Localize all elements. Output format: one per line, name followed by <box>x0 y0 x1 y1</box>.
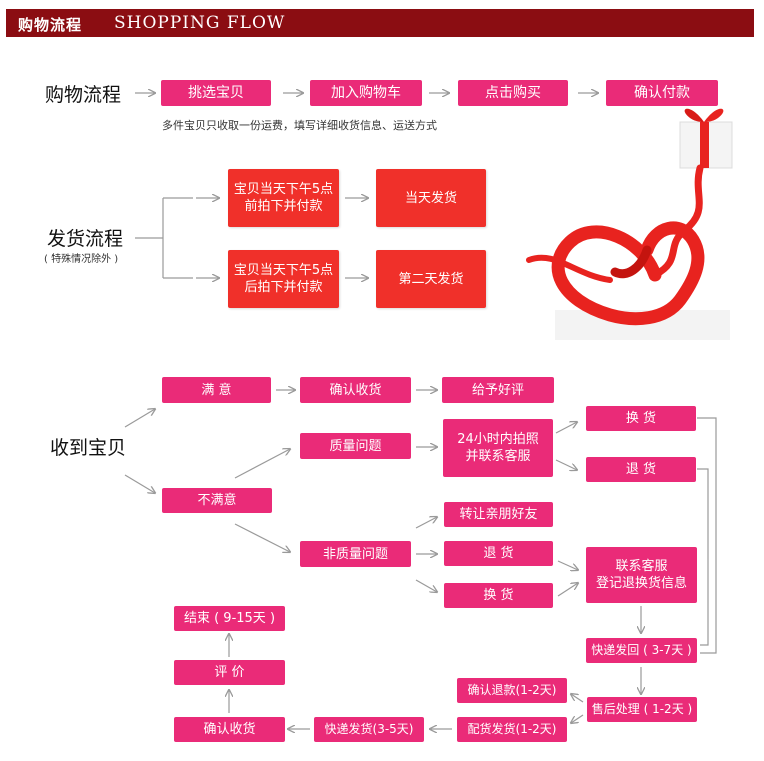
rule-line: 前拍下并付款 <box>244 199 323 214</box>
quality-issue-node: 质量问题 <box>300 433 411 459</box>
gift-box-icon <box>679 108 733 169</box>
exchange-node-top: 换 货 <box>586 406 696 431</box>
step-add-to-cart: 加入购物车 <box>310 80 422 106</box>
arrow <box>234 449 290 479</box>
node-line: 并联系客服 <box>465 449 531 464</box>
shopping-flow-label: 购物流程 <box>45 84 122 106</box>
node-line: 登记退换货信息 <box>595 576 687 591</box>
arrow <box>557 560 578 570</box>
step-confirm-payment: 确认付款 <box>606 80 718 106</box>
header-title-en: SHOPPING FLOW <box>114 13 286 33</box>
arrow <box>415 579 437 592</box>
arrow <box>124 474 155 493</box>
arrow <box>124 409 155 428</box>
header-bar: 购物流程 SHOPPING FLOW <box>6 9 754 37</box>
arrow <box>557 583 578 597</box>
connector <box>697 417 717 654</box>
ribbon-gift-illustration <box>526 108 733 340</box>
photo-contact-service-node: 24小时内拍照 并联系客服 <box>443 419 553 477</box>
rule-line: 后拍下并付款 <box>244 280 323 295</box>
step-click-buy: 点击购买 <box>458 80 568 106</box>
shipping-flow-label: 发货流程 <box>47 228 124 250</box>
end-node: 结束 ( 9-15天 ) <box>174 606 285 631</box>
node-line: 联系客服 <box>615 559 668 574</box>
arrow <box>234 523 290 552</box>
non-quality-issue-node: 非质量问题 <box>300 541 411 567</box>
reship-node: 配货发货(1-2天) <box>457 717 567 742</box>
shipping-exception-note: ( 特殊情况除外 ) <box>44 254 119 265</box>
after-sales-node: 售后处理 ( 1-2天 ) <box>587 697 697 722</box>
unsatisfied-node: 不满意 <box>162 488 272 513</box>
shipping-rule-after-5pm: 宝贝当天下午5点 后拍下并付款 <box>228 250 339 308</box>
good-review-node: 给予好评 <box>442 377 554 403</box>
same-day-shipping: 当天发货 <box>376 169 486 227</box>
arrow <box>555 459 577 470</box>
rule-line: 宝贝当天下午5点 <box>233 263 334 278</box>
next-day-shipping: 第二天发货 <box>376 250 486 308</box>
step-select-item: 挑选宝贝 <box>161 80 271 106</box>
review-node: 评 价 <box>174 660 285 685</box>
shipping-rule-before-5pm: 宝贝当天下午5点 前拍下并付款 <box>228 169 339 227</box>
shopping-note: 多件宝贝只收取一份运费，填写详细收货信息、运送方式 <box>162 119 437 132</box>
satisfied-node: 满 意 <box>162 377 271 403</box>
arrow <box>415 517 437 529</box>
node-line: 24小时内拍照 <box>457 432 539 447</box>
return-node-top: 退 货 <box>586 457 696 482</box>
receive-item-label: 收到宝贝 <box>50 437 127 459</box>
arrow <box>571 694 584 703</box>
exchange-node-mid: 换 货 <box>444 583 553 608</box>
rule-line: 宝贝当天下午5点 <box>233 182 334 197</box>
confirm-receipt-final-node: 确认收货 <box>174 717 285 742</box>
transfer-friends-node: 转让亲朋好友 <box>444 502 553 527</box>
confirm-refund-node: 确认退款(1-2天) <box>457 678 567 703</box>
return-node-mid: 退 货 <box>444 541 553 566</box>
contact-service-register-node: 联系客服 登记退换货信息 <box>586 547 697 603</box>
connector <box>697 468 709 646</box>
express-ship-node: 快递发货(3-5天) <box>314 717 424 742</box>
arrow <box>571 714 584 723</box>
header-title-cn: 购物流程 <box>18 16 83 34</box>
express-return-node: 快递发回 ( 3-7天 ) <box>586 638 697 663</box>
arrow <box>555 422 577 434</box>
confirm-receipt-node: 确认收货 <box>300 377 411 403</box>
